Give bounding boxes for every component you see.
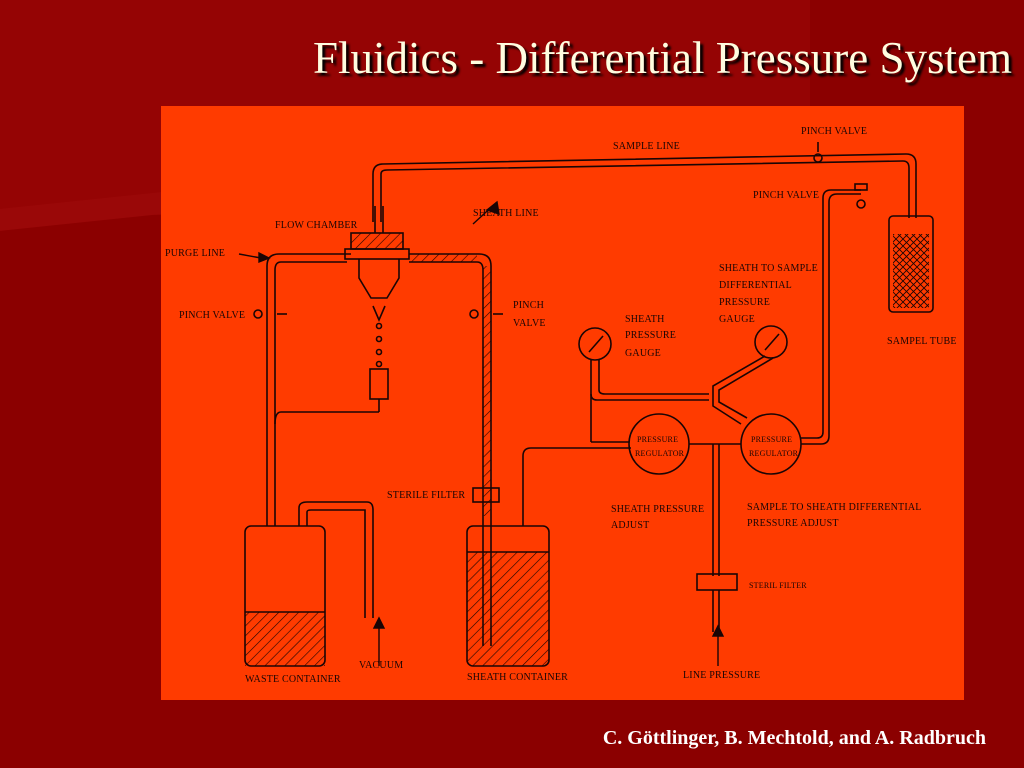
label-diff-gauge-2: DIFFERENTIAL xyxy=(719,280,792,291)
label-diff-adjust-1: SAMPLE TO SHEATH DIFFERENTIAL xyxy=(747,502,922,513)
label-sterile-filter-mid: STERILE FILTER xyxy=(387,490,465,501)
label-pinch-valve-right: PINCH VALVE xyxy=(753,190,819,201)
sterile-filter-right xyxy=(696,573,738,591)
pressure-regulator-left xyxy=(628,413,690,475)
label-diff-gauge-3: PRESSURE xyxy=(719,297,770,308)
diagram-drawing: SAMPLE LINE PINCH VALVE PINCH VALVE FLOW… xyxy=(165,126,957,685)
label-vacuum: VACUUM xyxy=(359,660,403,671)
label-pinch-valve-mid-1: PINCH xyxy=(513,300,544,311)
label-diff-gauge-1: SHEATH TO SAMPLE xyxy=(719,263,818,274)
sterile-filter-mid xyxy=(472,487,500,503)
pinch-valve-top xyxy=(813,153,823,163)
purge-line xyxy=(266,253,351,526)
label-regulator-left-1: PRESSURE xyxy=(637,435,678,444)
label-sample-line: SAMPLE LINE xyxy=(613,141,680,152)
pinch-valve-mid xyxy=(469,309,479,319)
sample-tube xyxy=(888,215,934,313)
sample-line xyxy=(372,153,917,222)
label-pinch-valve-mid-2: VALVE xyxy=(513,318,546,329)
sheath-line xyxy=(409,253,492,516)
label-regulator-left-2: REGULATOR xyxy=(635,449,685,458)
label-sterile-filter-right: STERIL FILTER xyxy=(749,581,807,590)
differential-pressure-gauge xyxy=(754,325,788,359)
label-sheath-container: SHEATH CONTAINER xyxy=(467,672,568,683)
label-flow-chamber: FLOW CHAMBER xyxy=(275,220,358,231)
label-sheath-adjust-2: ADJUST xyxy=(611,520,649,531)
pinch-valve-left xyxy=(253,309,263,319)
label-waste-container: WASTE CONTAINER xyxy=(245,674,341,685)
label-purge-line: PURGE LINE xyxy=(165,248,225,259)
label-line-pressure: LINE PRESSURE xyxy=(683,670,760,681)
label-pinch-valve-top: PINCH VALVE xyxy=(801,126,867,137)
label-sheath-adjust-1: SHEATH PRESSURE xyxy=(611,504,704,515)
label-diff-gauge-4: GAUGE xyxy=(719,314,755,325)
label-sheath-gauge-2: PRESSURE xyxy=(625,330,676,341)
label-sheath-gauge-1: SHEATH xyxy=(625,314,665,325)
pressure-regulator-right xyxy=(740,413,802,475)
label-sheath-line: SHEATH LINE xyxy=(473,208,539,219)
pinch-valve-right xyxy=(856,199,866,209)
label-sheath-gauge-3: GAUGE xyxy=(625,348,661,359)
flow-chamber-body xyxy=(358,259,400,299)
fluidics-diagram: SAMPLE LINE PINCH VALVE PINCH VALVE FLOW… xyxy=(161,106,964,700)
detector-box xyxy=(369,368,389,400)
author-credit: C. Göttlinger, B. Mechtold, and A. Radbr… xyxy=(602,727,986,749)
flow-chamber-cap xyxy=(350,232,404,250)
label-regulator-right-2: REGULATOR xyxy=(749,449,799,458)
label-regulator-right-1: PRESSURE xyxy=(751,435,792,444)
label-pinch-valve-left: PINCH VALVE xyxy=(179,310,245,321)
slide-title: Fluidics - Differential Pressure System xyxy=(312,33,1012,83)
label-sample-tube: SAMPEL TUBE xyxy=(887,336,957,347)
sheath-pressure-gauge xyxy=(578,327,612,361)
label-diff-adjust-2: PRESSURE ADJUST xyxy=(747,518,839,529)
